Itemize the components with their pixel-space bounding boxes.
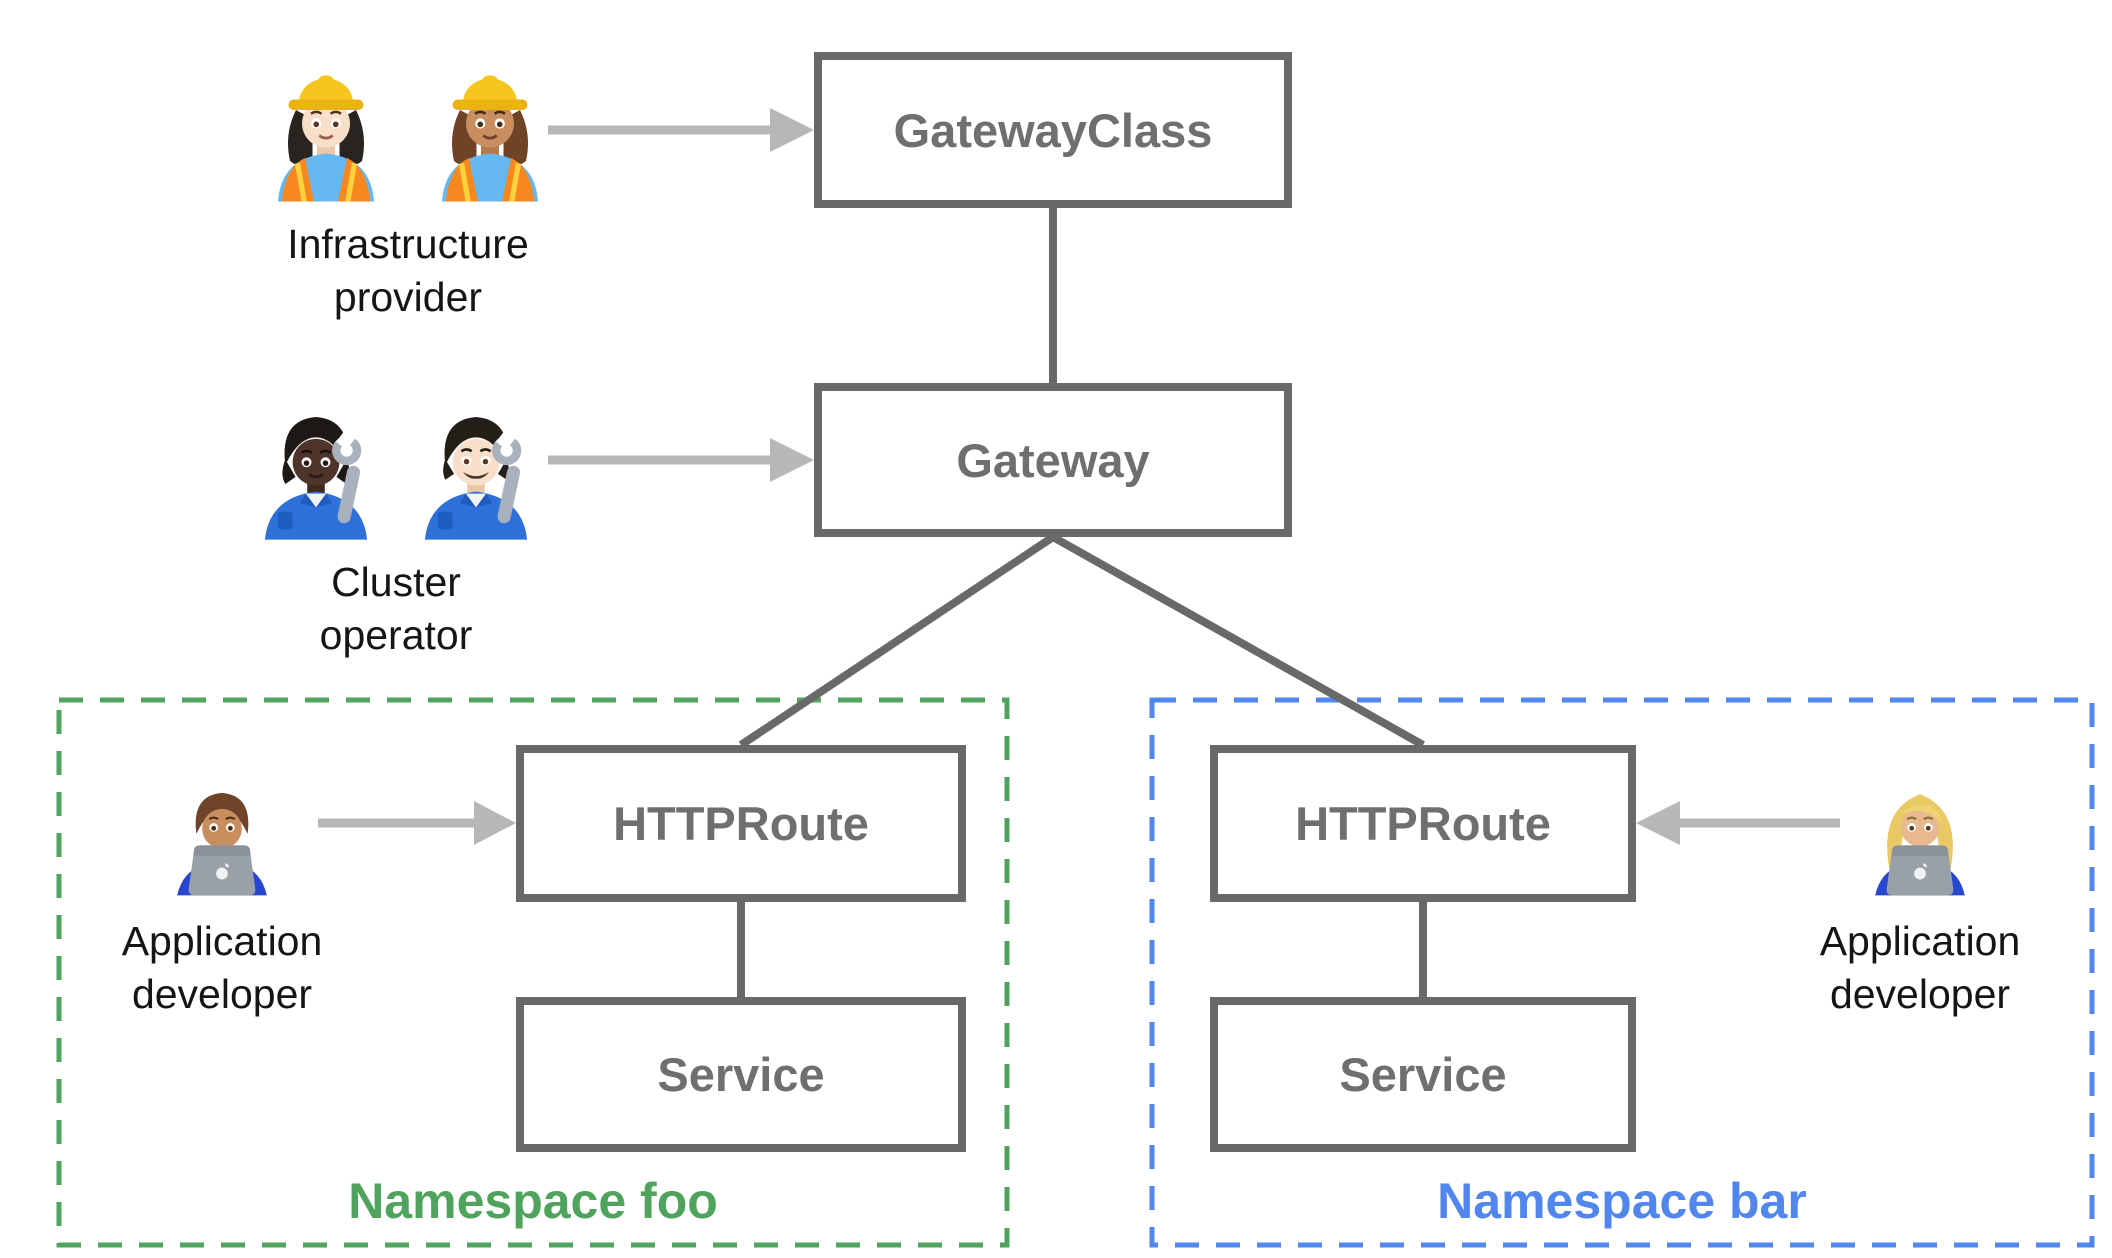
- node-service-foo-label: Service: [657, 1048, 825, 1101]
- persona-label-line2: provider: [333, 274, 483, 321]
- persona-label-line1: Application: [121, 918, 323, 964]
- construction-worker-glyph: [442, 75, 538, 202]
- node-gatewayclass: GatewayClass: [814, 52, 1292, 208]
- namespace-foo-boundary: [56, 697, 1010, 1248]
- edge-gateway-httproute-foo: [738, 533, 1056, 749]
- persona-label-line2: developer: [1829, 971, 2011, 1018]
- persona-label-cluster-operator: Cluster operator: [320, 556, 473, 663]
- node-httproute-bar-label: HTTPRoute: [1295, 797, 1551, 850]
- woman-technologist-icon: [1875, 794, 1965, 896]
- node-gateway-label: Gateway: [956, 433, 1150, 487]
- arrow-head-icon: [474, 801, 516, 845]
- persona-icons: [1856, 775, 1984, 903]
- node-httproute-bar: HTTPRoute: [1210, 745, 1636, 902]
- persona-label-line2: developer: [131, 971, 313, 1018]
- arrow-cluster-operator-to-gateway: [548, 438, 814, 482]
- persona-label-application-developer: Application developer: [122, 915, 323, 1022]
- namespace-foo-label: Namespace foo: [348, 1173, 718, 1229]
- mechanic-glyph: [424, 416, 528, 540]
- node-gatewayclass-label: GatewayClass: [893, 103, 1213, 157]
- persona-label-line1: Cluster: [331, 559, 461, 605]
- persona-cluster-operator: Cluster operator: [226, 398, 566, 663]
- woman-construction-worker-light-icon: [278, 75, 374, 202]
- namespace-bar-label: Namespace bar: [1437, 1173, 1807, 1229]
- persona-icons: [243, 398, 549, 544]
- persona-label-line2: operator: [319, 612, 473, 659]
- persona-label-infrastructure-provider: Infrastructure provider: [287, 218, 529, 325]
- namespace-bar-boundary: [1149, 697, 2095, 1248]
- persona-infrastructure-provider: Infrastructure provider: [238, 56, 578, 325]
- persona-icons: [251, 56, 565, 206]
- arrow-head-icon: [770, 108, 814, 152]
- arrow-application-developer-to-httproute-foo: [318, 801, 516, 845]
- arrow-head-icon: [1636, 801, 1680, 845]
- persona-application-developer-foo: Application developer: [72, 775, 372, 1022]
- persona-icons: [158, 775, 286, 903]
- node-service-bar: Service: [1210, 997, 1636, 1152]
- node-service-bar-label: Service: [1339, 1048, 1507, 1101]
- node-service-foo: Service: [516, 997, 966, 1152]
- construction-worker-glyph: [278, 75, 374, 202]
- mechanic-dark-icon: [264, 416, 368, 540]
- edge-gateway-httproute-bar: [1051, 533, 1425, 749]
- woman-construction-worker-medium-icon: [442, 75, 538, 202]
- arrow-head-icon: [770, 438, 814, 482]
- persona-application-developer-bar: Application developer: [1770, 775, 2070, 1022]
- man-mechanic-light-icon: [424, 416, 528, 540]
- mechanic-glyph: [264, 416, 368, 540]
- node-httproute-foo: HTTPRoute: [516, 745, 966, 902]
- persona-label-line1: Infrastructure: [287, 221, 529, 267]
- technologist-glyph: [177, 792, 267, 896]
- man-technologist-icon: [177, 792, 267, 896]
- node-gateway: Gateway: [814, 383, 1292, 537]
- persona-label-application-developer: Application developer: [1820, 915, 2021, 1022]
- node-httproute-foo-label: HTTPRoute: [613, 797, 869, 850]
- technologist-glyph: [1875, 794, 1965, 896]
- arrow-infrastructure-provider-to-gatewayclass: [548, 108, 814, 152]
- persona-label-line1: Application: [1819, 918, 2021, 964]
- arrow-application-developer-to-httproute-bar: [1636, 801, 1840, 845]
